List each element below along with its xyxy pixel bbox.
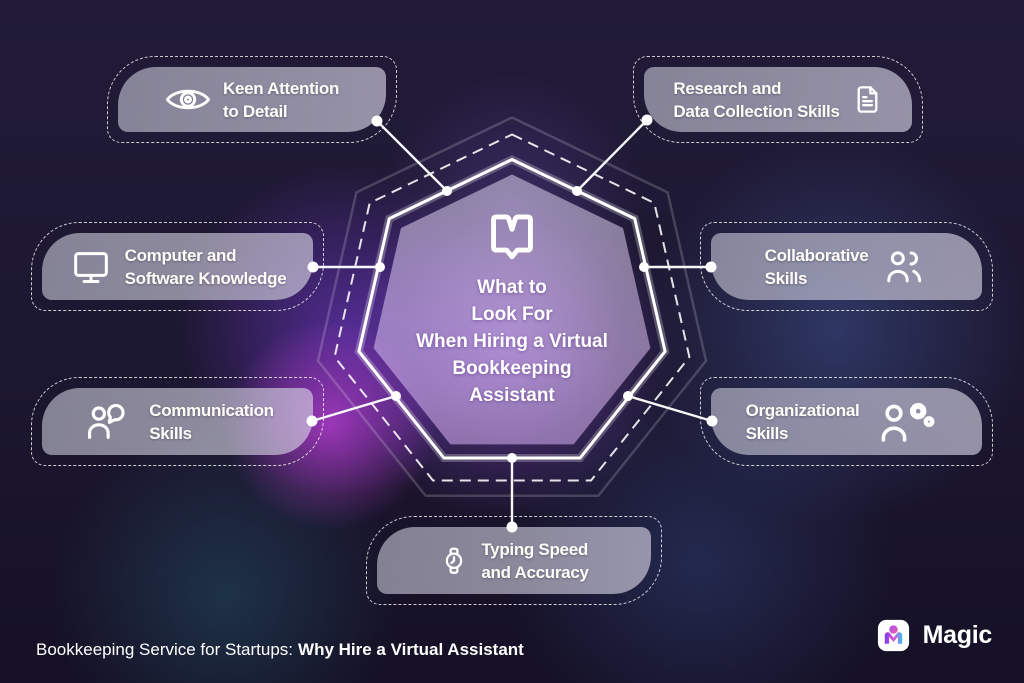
card-label: Organizational Skills bbox=[745, 400, 860, 443]
card-label: Typing Speed and Accuracy bbox=[481, 539, 589, 582]
connector-dot bbox=[705, 261, 717, 273]
card-computer-software: Computer and Software Knowledge bbox=[31, 222, 324, 311]
open-book-icon bbox=[491, 214, 533, 260]
heptagon-dashed-outline bbox=[333, 133, 691, 482]
watch-icon bbox=[446, 547, 463, 574]
brand: Magic bbox=[877, 619, 992, 652]
connector-dot bbox=[371, 115, 383, 127]
connector-dot bbox=[442, 186, 452, 196]
footer-prefix: Bookkeeping Service for Startups: bbox=[36, 640, 294, 659]
connector-dot bbox=[507, 453, 517, 463]
card-collaborative: Collaborative Skills bbox=[700, 222, 993, 311]
connector-line bbox=[311, 394, 397, 423]
connector-dot bbox=[375, 262, 385, 272]
connector-dot bbox=[391, 391, 401, 401]
connector-dot bbox=[306, 415, 318, 427]
connector-dot bbox=[623, 391, 633, 401]
center-panel: What to Look For When Hiring a Virtual B… bbox=[362, 205, 662, 409]
connector-dot bbox=[706, 415, 718, 427]
center-title: What to Look For When Hiring a Virtual B… bbox=[416, 277, 608, 406]
brand-name: Magic bbox=[922, 621, 993, 649]
footer-highlight: Why Hire a Virtual Assistant bbox=[298, 640, 524, 659]
card-dashed-border bbox=[107, 56, 397, 143]
card-label: Communication Skills bbox=[149, 400, 274, 443]
connector-dot bbox=[639, 262, 649, 272]
card-dashed-border bbox=[700, 377, 993, 466]
card-label: Collaborative Skills bbox=[764, 245, 869, 288]
card-typing-speed: Typing Speed and Accuracy bbox=[366, 516, 662, 605]
footer: Bookkeeping Service for Startups:Why Hir… bbox=[36, 640, 524, 660]
card-dashed-border bbox=[633, 56, 923, 143]
card-label: Computer and Software Knowledge bbox=[124, 245, 287, 288]
card-organizational: Organizational Skills bbox=[700, 377, 993, 466]
connector-dot bbox=[572, 186, 582, 196]
person-gears-icon bbox=[882, 402, 935, 442]
connector-line bbox=[576, 119, 648, 192]
card-keen-attention: Keen Attention to Detail bbox=[107, 56, 397, 143]
connector-dot bbox=[506, 521, 518, 533]
card-research-data-collection: Research and Data Collection Skills bbox=[633, 56, 923, 143]
heptagon-fill bbox=[373, 174, 651, 445]
people-icon bbox=[887, 250, 922, 282]
card-label: Research and Data Collection Skills bbox=[673, 78, 840, 121]
person-chat-icon bbox=[88, 403, 125, 439]
card-dashed-border bbox=[366, 516, 662, 605]
connector-line bbox=[376, 120, 448, 192]
card-label: Keen Attention to Detail bbox=[222, 78, 340, 121]
connector-dot bbox=[641, 114, 653, 126]
monitor-icon bbox=[73, 251, 108, 283]
card-dashed-border bbox=[31, 377, 324, 466]
connector-dot bbox=[307, 261, 319, 273]
connector-line bbox=[627, 394, 713, 423]
card-communication: Communication Skills bbox=[31, 377, 324, 466]
document-icon bbox=[857, 86, 878, 113]
eye-icon bbox=[165, 89, 211, 110]
magic-logo bbox=[877, 619, 909, 652]
